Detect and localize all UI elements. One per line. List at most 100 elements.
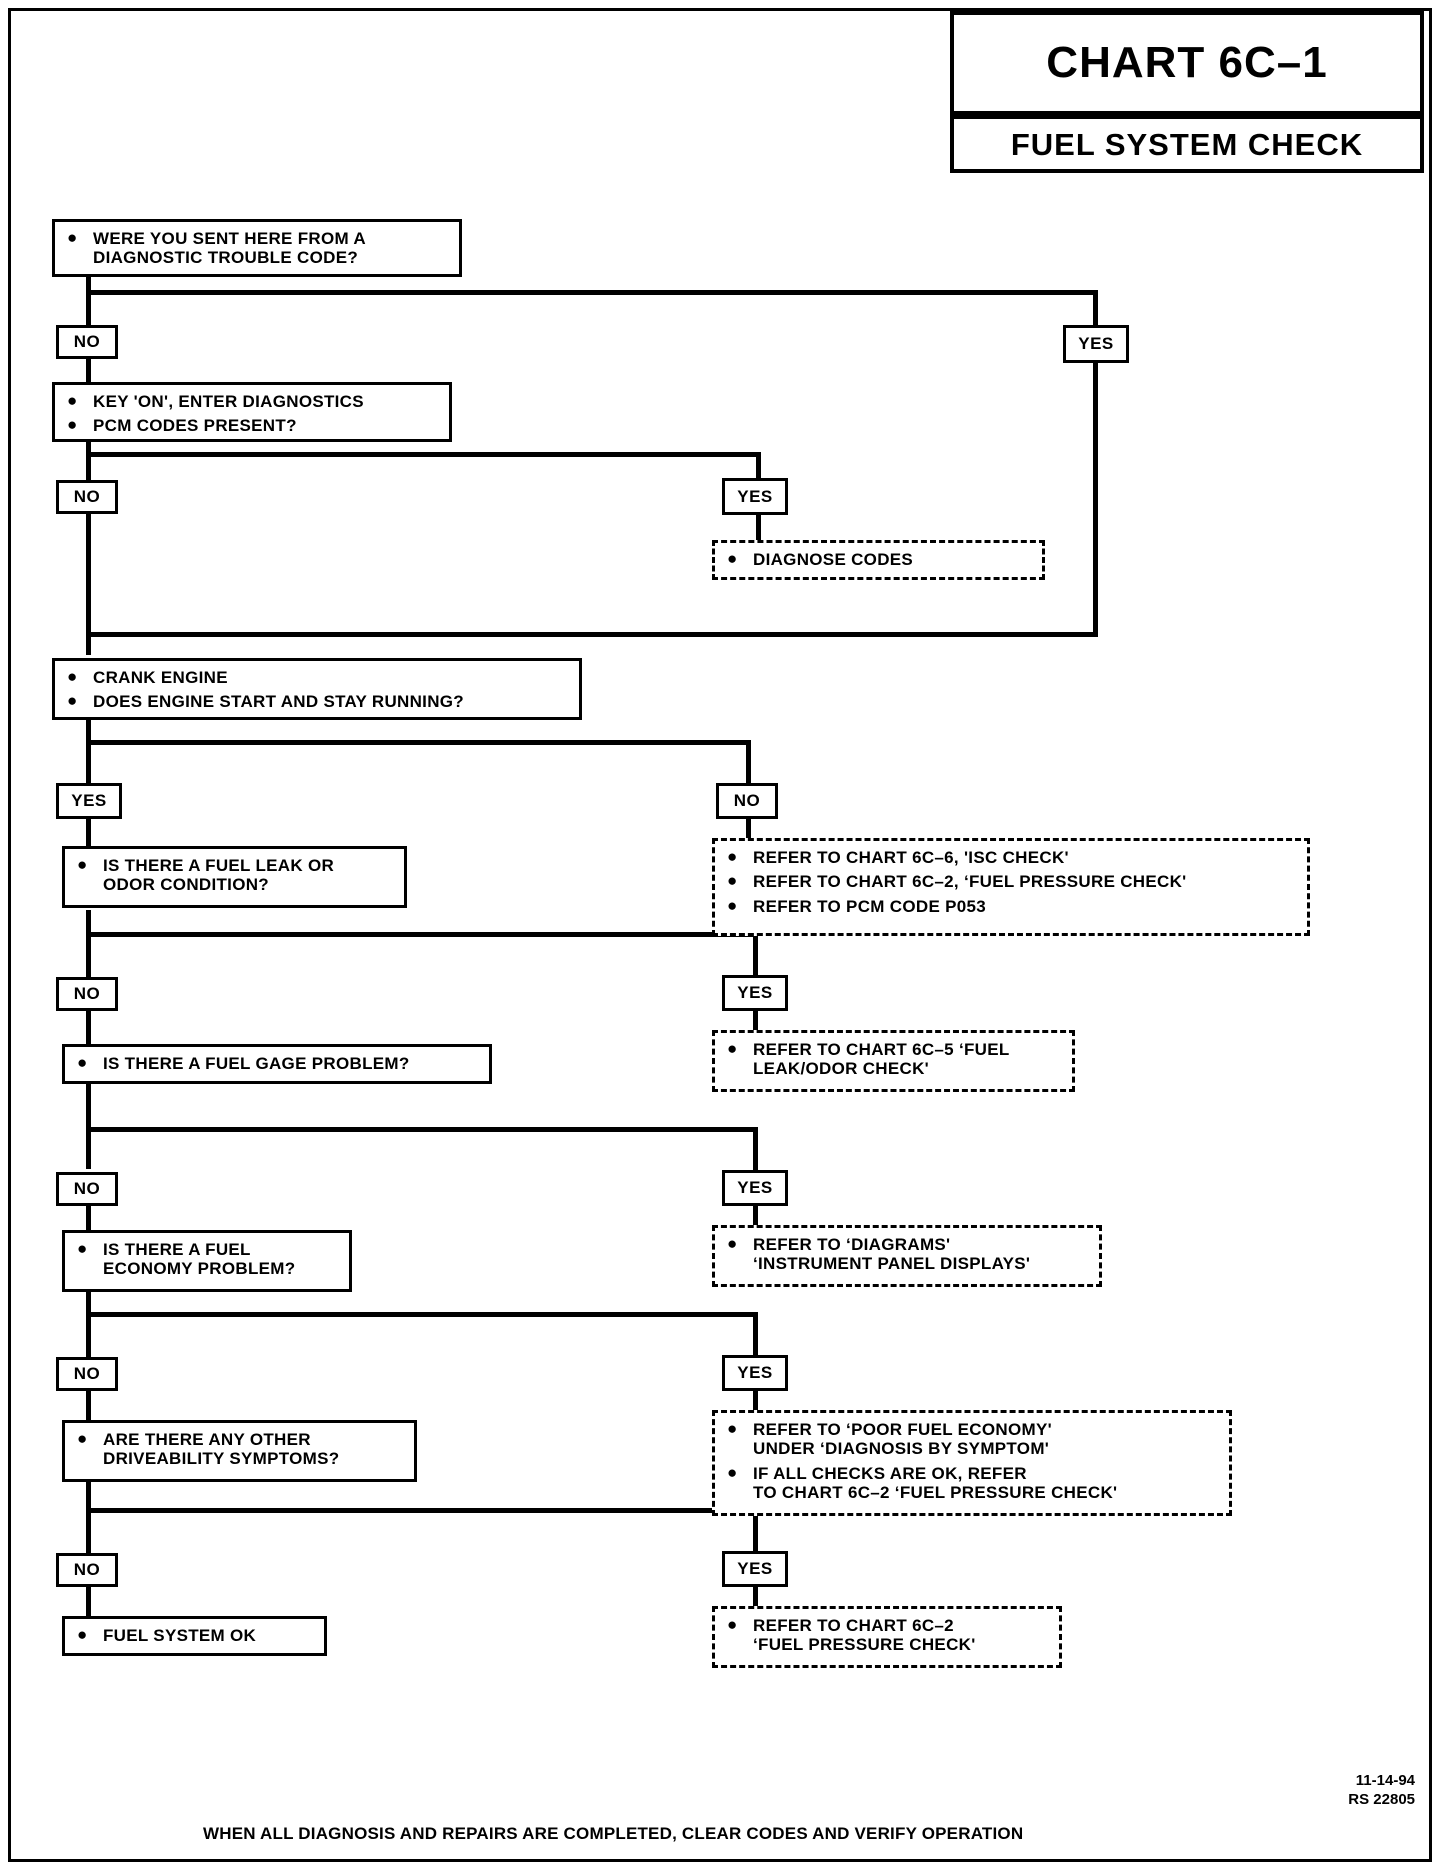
revision-date: 11-14-94 — [1355, 1772, 1415, 1789]
line-gage-yes-down — [753, 1127, 758, 1172]
bullet-icon: ● — [727, 871, 738, 891]
node-key-on-enter-diagnostics: ● KEY 'ON', ENTER DIAGNOSTICS ● PCM CODE… — [52, 382, 452, 442]
line-yes7-to-answer — [753, 1585, 758, 1610]
line-drive-yes-horizontal — [86, 1508, 758, 1513]
label-no-6: NO — [56, 1357, 118, 1391]
line-leak-down — [86, 910, 91, 980]
bullet-icon: ● — [67, 391, 78, 410]
node-text: FUEL SYSTEM OK — [103, 1626, 257, 1645]
node-refer-no-start: ● REFER TO CHART 6C–6, 'ISC CHECK' ● REF… — [712, 838, 1310, 936]
node-text: KEY 'ON', ENTER DIAGNOSTICS — [93, 392, 364, 411]
node-text: IS THERE A FUEL GAGE PROBLEM? — [103, 1054, 410, 1073]
line-yes2-down — [756, 452, 761, 480]
page-border — [8, 8, 1432, 1862]
node-text: IF ALL CHECKS ARE OK, REFER TO CHART 6C–… — [753, 1463, 1118, 1503]
bullet-icon: ● — [77, 1239, 88, 1258]
bullet-row: ● DIAGNOSE CODES — [727, 550, 1032, 569]
label-no-1: NO — [56, 325, 118, 359]
line-crank-down — [86, 718, 91, 783]
line-yes5-to-answer — [753, 1204, 758, 1229]
node-text: REFER TO PCM CODE P053 — [753, 896, 987, 916]
line-q1-down-left — [86, 275, 91, 330]
line-yes1-to-crank — [1093, 362, 1098, 637]
label-yes-2: YES — [722, 478, 788, 515]
node-refer-fuel-pressure: ● REFER TO CHART 6C–2 ‘FUEL PRESSURE CHE… — [712, 1606, 1062, 1668]
line-drive-yes-down — [753, 1508, 758, 1553]
node-text: IS THERE A FUEL LEAK OR ODOR CONDITION? — [103, 856, 335, 895]
node-text: REFER TO CHART 6C–5 ‘FUEL LEAK/ODOR CHEC… — [753, 1040, 1010, 1079]
node-text: REFER TO CHART 6C–2, ‘FUEL PRESSURE CHEC… — [753, 872, 1187, 892]
label-yes-7: YES — [722, 1551, 788, 1587]
line-leak-yes-horizontal — [86, 932, 758, 937]
bullet-row: ● WERE YOU SENT HERE FROM A DIAGNOSTIC T… — [67, 229, 449, 268]
label-no-5: NO — [56, 1172, 118, 1206]
line-crank-no-horizontal — [86, 740, 751, 745]
bullet-row: ● DOES ENGINE START AND STAY RUNNING? — [67, 692, 569, 711]
line-yes6-to-answer — [753, 1389, 758, 1414]
node-fuel-gage-problem: ● IS THERE A FUEL GAGE PROBLEM? — [62, 1044, 492, 1084]
node-driveability-symptoms: ● ARE THERE ANY OTHER DRIVEABILITY SYMPT… — [62, 1420, 417, 1482]
bullet-row: ● IS THERE A FUEL LEAK OR ODOR CONDITION… — [77, 856, 394, 895]
label-yes-4: YES — [722, 975, 788, 1011]
label-no-2: NO — [56, 480, 118, 514]
line-yes1-down — [1093, 290, 1098, 330]
bullet-icon: ● — [727, 1419, 738, 1438]
line-yes1-crank-horizontal — [86, 632, 1098, 637]
bullet-row: ● PCM CODES PRESENT? — [67, 416, 439, 435]
bullet-icon: ● — [727, 549, 738, 568]
line-q2-down — [86, 437, 91, 497]
bullet-icon: ● — [727, 1462, 738, 1482]
bullet-icon: ● — [77, 1429, 88, 1448]
node-fuel-leak-odor: ● IS THERE A FUEL LEAK OR ODOR CONDITION… — [62, 846, 407, 908]
bullet-row: ● REFER TO CHART 6C–2 ‘FUEL PRESSURE CHE… — [727, 1616, 1049, 1655]
label-no-4: NO — [56, 977, 118, 1011]
node-text: IS THERE A FUEL ECONOMY PROBLEM? — [103, 1240, 296, 1279]
line-crank-no-down — [746, 740, 751, 785]
bullet-row: ● IS THERE A FUEL ECONOMY PROBLEM? — [77, 1240, 339, 1279]
chart-title-text: FUEL SYSTEM CHECK — [1010, 126, 1364, 162]
bullet-icon: ● — [727, 895, 738, 915]
bullet-icon: ● — [77, 1625, 88, 1644]
label-yes-5: YES — [722, 1170, 788, 1206]
bullet-row: ● REFER TO CHART 6C–5 ‘FUEL LEAK/ODOR CH… — [727, 1040, 1062, 1079]
bullet-icon: ● — [727, 1039, 738, 1058]
line-economy-yes-horizontal — [86, 1312, 758, 1317]
bullet-row: ● REFER TO PCM CODE P053 — [727, 895, 1297, 916]
label-yes-6: YES — [722, 1355, 788, 1391]
footer-note: WHEN ALL DIAGNOSIS AND REPAIRS ARE COMPL… — [203, 1824, 1024, 1843]
line-yes4-to-answer — [753, 1009, 758, 1034]
bullet-row: ● IS THERE A FUEL GAGE PROBLEM? — [77, 1054, 479, 1073]
line-no5-down — [86, 1204, 91, 1239]
label-yes-3: YES — [56, 783, 122, 819]
node-text: CRANK ENGINE — [93, 668, 228, 687]
line-no1-down — [86, 352, 91, 387]
node-text: DIAGNOSE CODES — [753, 550, 914, 569]
chart-id-text: CHART 6C–1 — [1046, 38, 1328, 87]
node-text: DOES ENGINE START AND STAY RUNNING? — [93, 692, 464, 712]
line-q1-yes-horizontal — [86, 290, 1098, 295]
node-crank-engine: ● CRANK ENGINE ● DOES ENGINE START AND S… — [52, 658, 582, 720]
line-economy-down — [86, 1290, 91, 1365]
line-leak-yes-down — [753, 932, 758, 977]
bullet-row: ● REFER TO CHART 6C–6, 'ISC CHECK' — [727, 848, 1297, 867]
node-refer-poor-fuel-economy: ● REFER TO ‘POOR FUEL ECONOMY' UNDER ‘DI… — [712, 1410, 1232, 1516]
line-drive-down — [86, 1482, 91, 1557]
line-no7-down — [86, 1585, 91, 1620]
line-gage-down — [86, 1084, 91, 1169]
revision-code: RS 22805 — [1348, 1790, 1415, 1808]
label-no-3: NO — [716, 783, 778, 819]
bullet-icon: ● — [727, 1234, 738, 1253]
line-no6-down — [86, 1389, 91, 1424]
line-no2-down — [86, 508, 91, 655]
line-yes3-down — [86, 817, 91, 849]
bullet-row: ● REFER TO ‘DIAGRAMS' ‘INSTRUMENT PANEL … — [727, 1235, 1089, 1274]
bullet-icon: ● — [67, 228, 78, 247]
bullet-icon: ● — [727, 847, 738, 866]
line-yes2-to-diagnose — [756, 511, 761, 544]
line-q2-yes-horizontal — [86, 452, 761, 457]
line-economy-yes-down — [753, 1312, 758, 1357]
bullet-icon: ● — [77, 1053, 88, 1072]
node-refer-leak-odor: ● REFER TO CHART 6C–5 ‘FUEL LEAK/ODOR CH… — [712, 1030, 1075, 1092]
revision-stamp: 11-14-94 RS 22805 — [1235, 1772, 1415, 1810]
